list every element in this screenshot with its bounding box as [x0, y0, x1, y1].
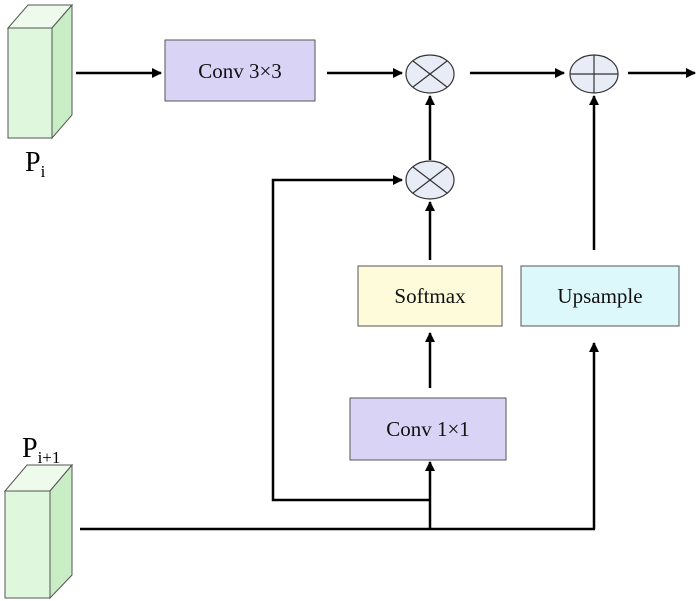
- add-op: [569, 54, 619, 94]
- conv3x3-label: Conv 3×3: [198, 59, 282, 83]
- conv1x1-box: Conv 1×1: [349, 397, 507, 461]
- feature-map-p-i1: [3, 463, 74, 600]
- softmax-box: Softmax: [357, 265, 503, 327]
- softmax-label: Softmax: [394, 284, 466, 308]
- conv3x3-box: Conv 3×3: [164, 39, 316, 102]
- edge-skip-mul2: [271, 175, 430, 502]
- upsample-box: Upsample: [520, 265, 680, 327]
- edges: [76, 68, 696, 531]
- p-i-label: Pi: [25, 147, 46, 181]
- p-i1-label: Pi+1: [22, 433, 60, 467]
- multiply-op-top: [405, 54, 455, 94]
- conv1x1-label: Conv 1×1: [386, 417, 470, 441]
- multiply-op-middle: [405, 160, 455, 200]
- upsample-label: Upsample: [557, 284, 642, 308]
- feature-map-p-i: [6, 3, 74, 140]
